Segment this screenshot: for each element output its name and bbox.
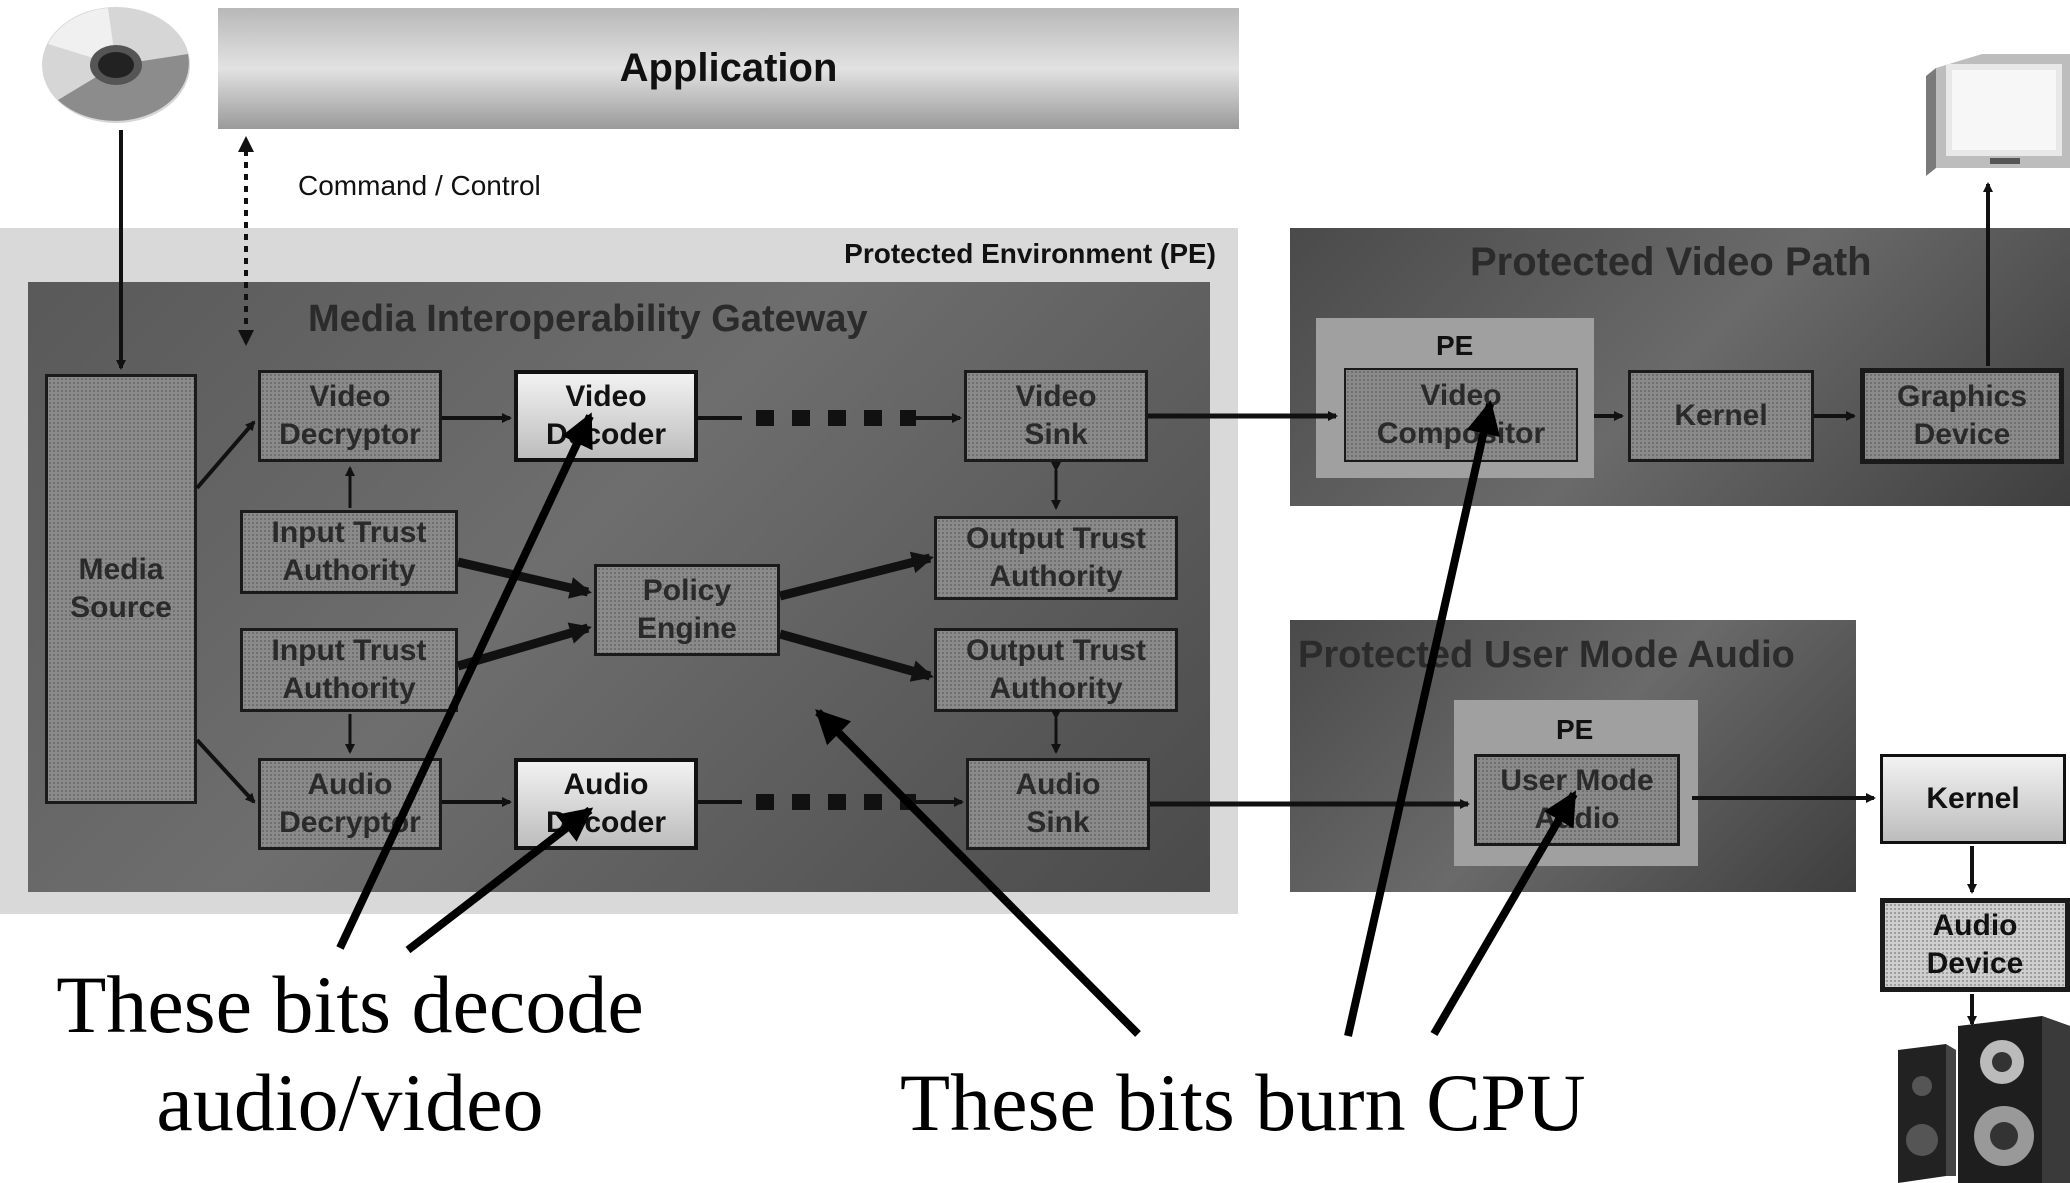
audio-pe-label: PE <box>1556 714 1594 745</box>
media-source-box: Media Source <box>45 374 197 804</box>
disc-icon <box>38 4 194 126</box>
audio-decoder-label: Audio Decoder <box>545 768 667 839</box>
media-source-label: Media Source <box>70 553 172 624</box>
user-mode-audio-label: User Mode Audio <box>1500 764 1654 835</box>
caption-decode: These bits decode audio/video <box>56 959 644 1148</box>
gateway-title: Media Interoperability Gateway <box>308 298 868 340</box>
video-compositor-box: Video Compositor <box>1344 368 1578 462</box>
audio-kernel-box: Kernel <box>1880 754 2066 844</box>
video-compositor-label: Video Compositor <box>1376 379 1546 450</box>
video-decoder-box: Video Decoder <box>514 370 698 462</box>
output-trust-authority-2-box: Output Trust Authority <box>934 628 1178 712</box>
audio-decryptor-label: Audio Decryptor <box>279 768 421 839</box>
pe-title: Protected Environment (PE) <box>844 238 1216 269</box>
video-decryptor-box: Video Decryptor <box>258 370 442 462</box>
audio-path-title: Protected User Mode Audio <box>1298 634 1795 676</box>
audio-device-box: Audio Device <box>1880 898 2070 992</box>
speakers-icon <box>1892 1016 2070 1183</box>
policy-engine-label: Policy Engine <box>636 574 737 645</box>
audio-decoder-box: Audio Decoder <box>514 758 698 850</box>
graphics-device-box: Graphics Device <box>1860 368 2064 464</box>
audio-sink-box: Audio Sink <box>966 758 1150 850</box>
audio-sink-label: Audio Sink <box>1015 768 1101 839</box>
video-kernel-label: Kernel <box>1674 399 1768 432</box>
user-mode-audio-box: User Mode Audio <box>1474 754 1680 846</box>
output-trust-authority-1-box: Output Trust Authority <box>934 516 1178 600</box>
video-pe-label: PE <box>1436 330 1474 361</box>
input-trust-authority-1-label: Input Trust Authority <box>271 516 427 587</box>
output-trust-authority-2-label: Output Trust Authority <box>966 634 1146 705</box>
video-sink-label: Video Sink <box>1015 380 1097 451</box>
video-sink-box: Video Sink <box>964 370 1148 462</box>
audio-kernel-label: Kernel <box>1926 782 2020 815</box>
application-bar: Application <box>218 8 1239 129</box>
command-control-label: Command / Control <box>298 170 541 201</box>
audio-decryptor-box: Audio Decryptor <box>258 758 442 850</box>
graphics-device-label: Graphics Device <box>1896 380 2028 451</box>
audio-device-label: Audio Device <box>1926 909 2024 980</box>
input-trust-authority-2-label: Input Trust Authority <box>271 634 427 705</box>
video-kernel-box: Kernel <box>1628 370 1814 462</box>
policy-engine-box: Policy Engine <box>594 564 780 656</box>
monitor-icon <box>1922 50 2070 180</box>
input-trust-authority-2-box: Input Trust Authority <box>240 628 458 712</box>
arrow-command-control-up <box>238 136 254 152</box>
video-path-title: Protected Video Path <box>1470 240 1872 284</box>
output-trust-authority-1-label: Output Trust Authority <box>966 522 1146 593</box>
video-decryptor-label: Video Decryptor <box>279 380 421 451</box>
caption-cpu: These bits burn CPU <box>900 1057 1586 1148</box>
input-trust-authority-1-box: Input Trust Authority <box>240 510 458 594</box>
video-decoder-label: Video Decoder <box>545 380 667 451</box>
